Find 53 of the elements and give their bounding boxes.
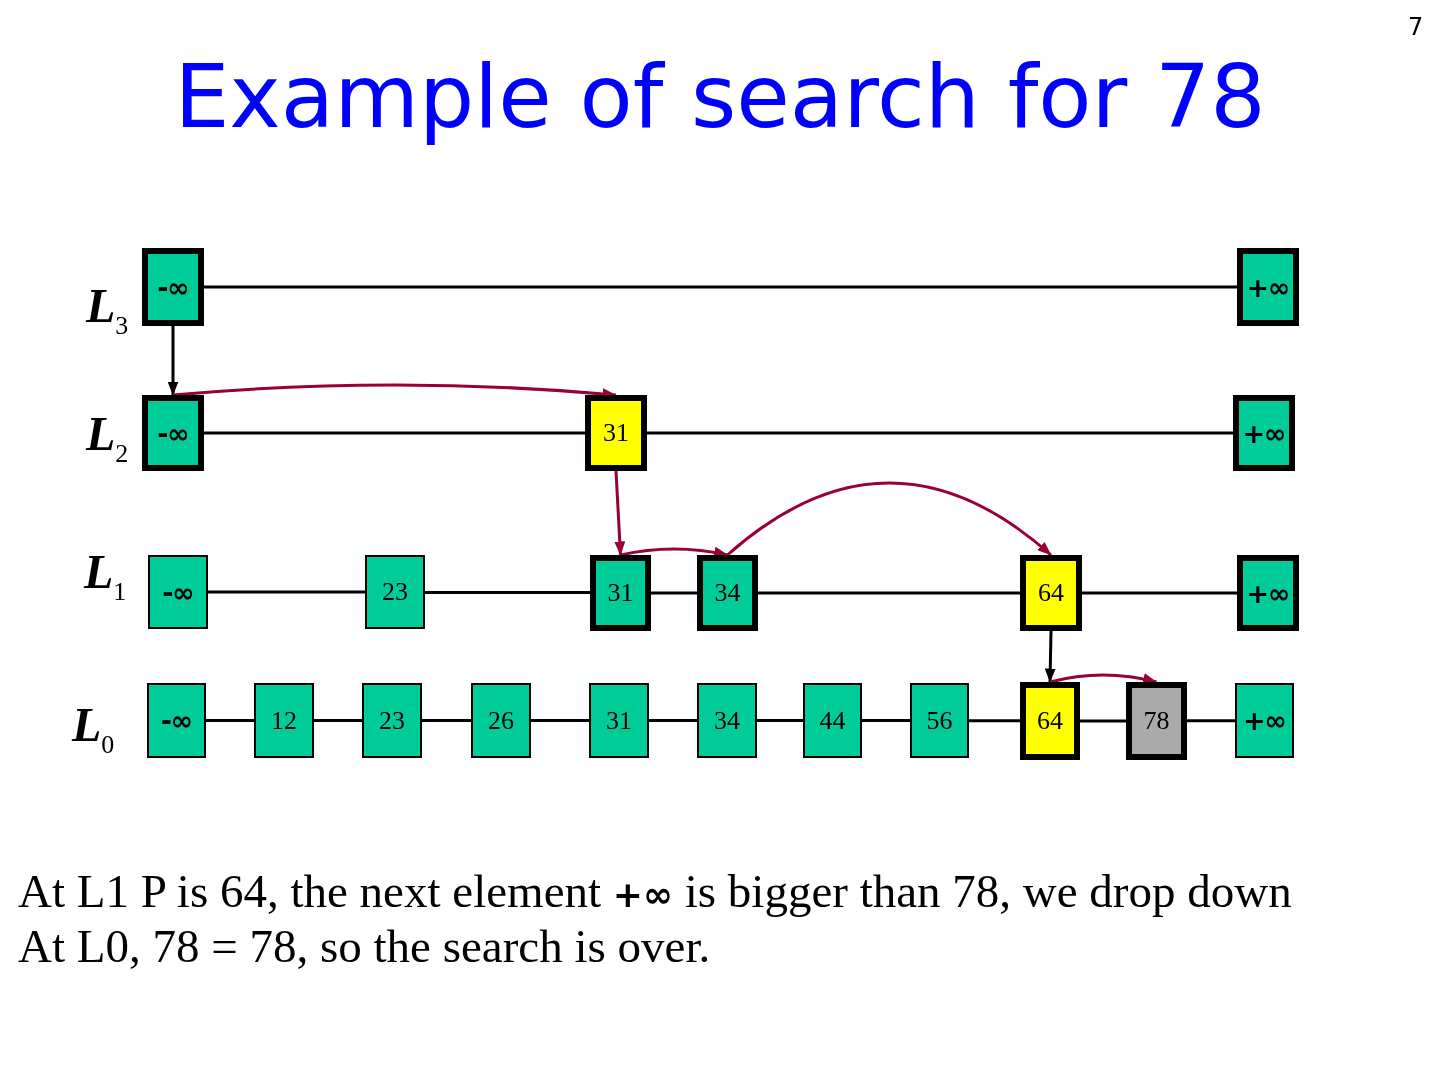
level-label: L$_{2}$ (86, 410, 129, 467)
node-box: 64 (1020, 555, 1082, 631)
node-box: 12 (254, 683, 314, 758)
connector-line (758, 591, 1020, 595)
arrow (167, 326, 179, 396)
node-box: 34 (697, 555, 758, 631)
node-box: -∞ (142, 248, 204, 326)
connector-line (422, 719, 471, 722)
node-box: 56 (910, 683, 969, 758)
connector-line (649, 719, 697, 722)
connector-line (314, 719, 362, 722)
explanation-text: At L1 P is 64, the next element +∞ is bigger than 78, we drop down (18, 868, 1292, 915)
connector-line (862, 719, 910, 722)
connector-line (1082, 591, 1237, 595)
connector-line (1080, 719, 1126, 723)
node-box: +∞ (1235, 683, 1294, 758)
node-box: 23 (362, 683, 422, 758)
level-label: L$_{3}$ (86, 282, 129, 339)
node-box: 34 (697, 683, 757, 758)
node-box: -∞ (147, 683, 206, 758)
explanation-text: At L0, 78 = 78, so the search is over. (18, 923, 711, 970)
node-box: +∞ (1233, 395, 1295, 471)
node-box: 26 (471, 683, 531, 758)
connector-line (757, 719, 803, 722)
arrow (1044, 630, 1056, 683)
connector-line (204, 285, 1237, 289)
node-box: 31 (590, 555, 651, 631)
level-label: L$_{1}$ (84, 548, 127, 605)
arrow (726, 481, 1052, 557)
level-label: L$_{0}$ (72, 701, 115, 758)
arrow (620, 546, 728, 558)
arrow (1049, 673, 1157, 685)
connector-line (647, 431, 1233, 435)
node-box: 44 (803, 683, 862, 758)
node-box: 31 (589, 683, 649, 758)
node-box: 78 (1126, 682, 1187, 760)
node-box: -∞ (148, 555, 208, 629)
node-box: -∞ (142, 395, 204, 471)
connector-line (206, 719, 254, 722)
connector-line (208, 590, 365, 594)
connector-line (1187, 719, 1235, 723)
node-box: 23 (365, 555, 425, 629)
connector-line (651, 591, 697, 595)
page-number: 7 (1408, 15, 1424, 39)
node-box: +∞ (1237, 248, 1299, 326)
connector-line (969, 719, 1020, 723)
connector-line (531, 719, 589, 722)
connector-line (204, 431, 585, 435)
arrow (614, 470, 626, 556)
node-box: 31 (585, 395, 647, 471)
node-box: +∞ (1237, 555, 1299, 631)
connector-line (425, 591, 590, 594)
node-box: 64 (1020, 682, 1080, 760)
